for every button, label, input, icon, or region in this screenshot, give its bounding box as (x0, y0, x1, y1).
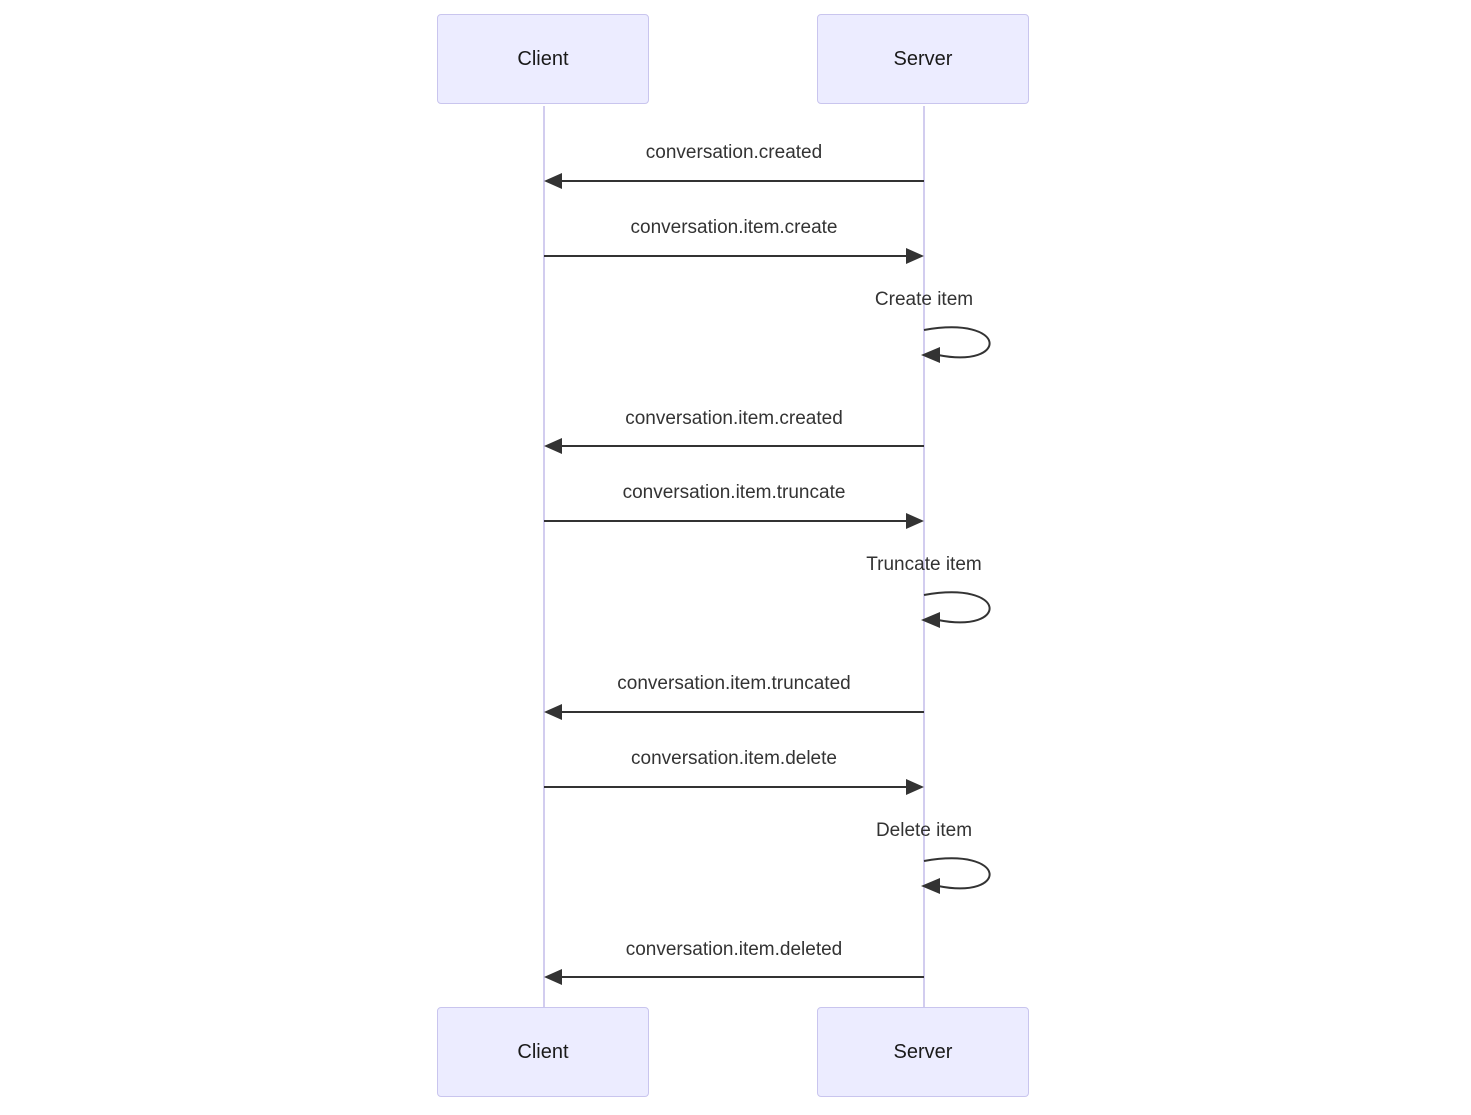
client-lifeline (543, 106, 545, 1007)
self-loop-arrow-icon (921, 857, 991, 894)
message-label: conversation.item.deleted (625, 939, 843, 960)
message-label: conversation.created (645, 142, 823, 163)
message-arrow-line (548, 445, 924, 447)
arrow-left-icon (544, 969, 562, 985)
actor-box-client-top: Client (437, 14, 649, 104)
self-loop-label: Delete item (875, 820, 973, 841)
self-loop-arrow-icon (921, 591, 991, 628)
message-label: conversation.item.truncate (622, 482, 846, 503)
message-arrow-line (548, 976, 924, 978)
arrow-right-icon (906, 779, 924, 795)
actor-label-client: Client (517, 1040, 569, 1063)
arrow-left-icon (544, 173, 562, 189)
message-label: conversation.item.created (625, 408, 843, 429)
arrow-left-icon (544, 438, 562, 454)
arrow-right-icon (906, 248, 924, 264)
actor-label-client: Client (517, 47, 569, 70)
message-arrow-line (544, 255, 918, 257)
self-loop-label: Create item (874, 289, 974, 310)
arrow-left-icon (544, 704, 562, 720)
self-loop-label: Truncate item (866, 554, 982, 575)
server-lifeline (923, 106, 925, 1007)
self-loop-arrow-icon (921, 326, 991, 363)
message-label: conversation.item.delete (631, 748, 837, 769)
message-arrow-line (548, 180, 924, 182)
message-label: conversation.item.truncated (617, 673, 851, 694)
message-arrow-line (544, 786, 918, 788)
actor-box-server-bottom: Server (817, 1007, 1029, 1097)
actor-label-server: Server (893, 1040, 953, 1063)
message-arrow-line (544, 520, 918, 522)
message-label: conversation.item.create (630, 217, 838, 238)
actor-label-server: Server (893, 47, 953, 70)
actor-box-server-top: Server (817, 14, 1029, 104)
message-arrow-line (548, 711, 924, 713)
actor-box-client-bottom: Client (437, 1007, 649, 1097)
arrow-right-icon (906, 513, 924, 529)
